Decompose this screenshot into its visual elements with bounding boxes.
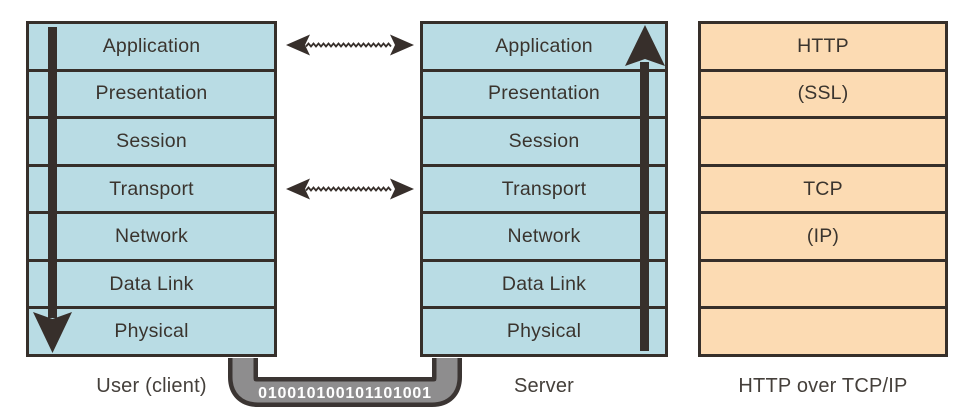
protocol-caption: HTTP over TCP/IP [738,374,908,397]
protocol-row-empty2 [701,258,945,307]
cable-binary-label: 010010100101101001 [258,385,432,402]
protocol-stack: HTTP (SSL) TCP (IP) [698,21,948,357]
client-layer-application: Application [102,34,201,57]
client-layer-transport: Transport [29,163,274,212]
server-osi-stack: Application Presentation Session Transpo… [420,21,668,357]
transport-peer-arrow-icon [286,178,414,200]
client-layer-session: Session [29,116,274,164]
server-layer-physical: Physical [423,306,665,354]
client-osi-stack: Application Presentation Session Transpo… [26,21,277,357]
protocol-row-ip: (IP) [701,211,945,259]
protocol-row-http: HTTP [797,34,849,57]
protocol-row-empty1 [701,116,945,164]
application-peer-arrow-icon [286,34,414,56]
client-layer-physical: Physical [29,306,274,354]
client-caption: User (client) [96,374,207,397]
server-caption: Server [513,374,575,397]
server-layer-session: Session [423,116,665,164]
server-layer-presentation: Presentation [423,68,665,117]
client-layer-network: Network [29,211,274,259]
server-layer-transport: Transport [423,163,665,212]
server-layer-network: Network [423,211,665,259]
protocol-row-tcp: TCP [701,163,945,212]
protocol-row-empty3 [701,306,945,354]
server-layer-application: Application [495,34,593,57]
server-layer-data-link: Data Link [423,258,665,307]
client-layer-presentation: Presentation [29,68,274,117]
client-layer-data-link: Data Link [29,258,274,307]
protocol-row-ssl: (SSL) [701,68,945,117]
